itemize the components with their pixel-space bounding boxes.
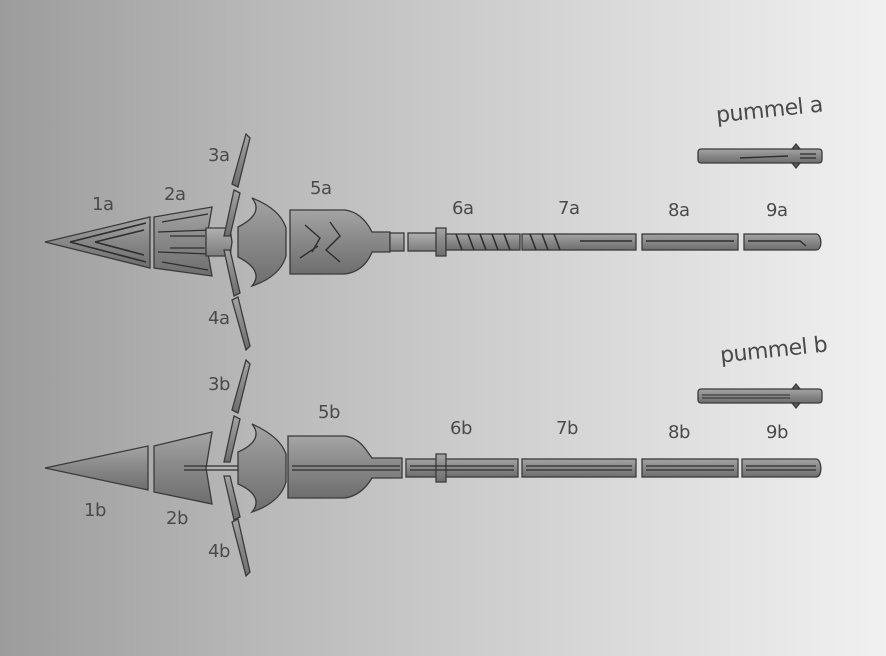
part-5b [287,435,403,499]
part-5a [289,209,405,275]
label-6b: 6b [450,418,472,439]
part-2a [153,206,233,277]
part-pummel-a [697,142,823,170]
label-9b: 9b [766,422,788,443]
part-1a [44,216,151,269]
label-1b: 1b [84,500,106,521]
part-6a [407,227,521,257]
part-7b [521,458,637,478]
label-4a: 4a [208,308,230,329]
part-3a-lower [223,189,241,237]
part-4a-lower [231,296,251,352]
label-5a: 5a [310,178,332,199]
label-1a: 1a [92,194,114,215]
spear-a [44,132,823,352]
spear-b [44,358,823,578]
label-8a: 8a [668,200,690,221]
label-8b: 8b [668,422,690,443]
crossguard-b [237,423,287,514]
label-3b: 3b [208,374,230,395]
label-7b: 7b [556,418,578,439]
part-9a [743,233,822,251]
label-7a: 7a [558,198,580,219]
part-pummel-b [697,382,823,410]
part-1b [44,445,149,491]
part-4b [223,475,241,521]
part-3a [231,132,251,188]
label-2b: 2b [166,508,188,529]
part-6b [405,453,519,483]
part-9b [741,458,822,478]
label-5b: 5b [318,402,340,423]
part-4a [223,249,241,297]
label-3a: 3a [208,145,230,166]
part-3b-lower [223,415,241,463]
part-8a [641,233,739,251]
part-2b [153,431,278,505]
label-4b: 4b [208,541,230,562]
label-6a: 6a [452,198,474,219]
part-4b-lower [231,518,251,578]
part-7a [521,233,637,251]
part-8b [641,458,739,478]
label-9a: 9a [766,200,788,221]
part-3b [231,358,251,414]
label-2a: 2a [164,184,186,205]
crossguard-a [237,196,287,288]
